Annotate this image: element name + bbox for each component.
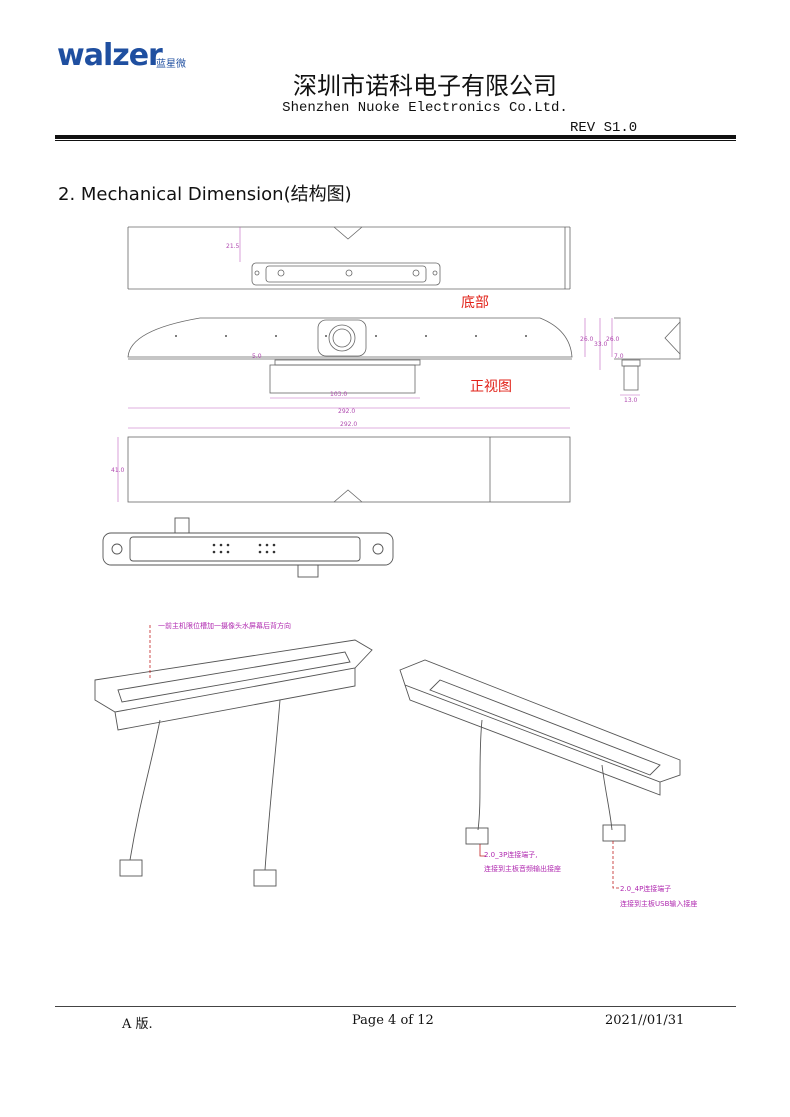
- connector-3p-note-line2: 连接到主板音频输出接座: [484, 865, 561, 873]
- dim-bottom-depth: 21.5: [226, 243, 240, 250]
- company-name-cn: 深圳市诺科电子有限公司: [293, 72, 557, 100]
- dim-side-mount: 13.0: [624, 397, 638, 404]
- revision-label: REV S1.0: [570, 120, 638, 136]
- footer-version: A 版.: [122, 1017, 153, 1032]
- connector-3p-note-line1: 2.0_3P连接端子,: [484, 851, 538, 859]
- dim-side-height: 26.0: [606, 336, 620, 343]
- mount-top-view: [102, 517, 394, 578]
- header-divider: [55, 135, 736, 139]
- mechanical-drawing: 21.5 103.0 292.0 5.0 26.0 33.0 26.0 7.0 …: [94, 226, 681, 889]
- footer-page-number: Page 4 of 12: [352, 1013, 434, 1028]
- mount-note: 一前主机限位槽加一摄像头水屏幕后背方向: [158, 622, 291, 630]
- side-view: [614, 317, 681, 391]
- front-view-label: 正视图: [470, 379, 512, 395]
- header-divider-thin: [55, 140, 736, 141]
- bottom-view-label: 底部: [461, 295, 489, 311]
- section-title: 2. Mechanical Dimension(结构图): [58, 184, 352, 205]
- dim-rear-width: 292.0: [340, 421, 357, 428]
- bottom-view: [127, 226, 571, 290]
- dim-side-gap: 7.0: [614, 353, 624, 360]
- logo-subtitle: 蓝星微: [156, 59, 186, 70]
- rear-view: [127, 436, 571, 503]
- dim-total-width: 292.0: [338, 408, 355, 415]
- footer-divider: [55, 1006, 736, 1007]
- footer-date: 2021//01/31: [605, 1013, 685, 1028]
- dim-rear-height: 41.0: [111, 467, 125, 474]
- connector-4p-note-line2: 连接到主板USB输入接座: [620, 900, 698, 908]
- dim-side-total: 33.0: [594, 341, 608, 348]
- dim-front-height: 26.0: [580, 336, 594, 343]
- dim-mount-width: 103.0: [330, 391, 347, 398]
- isometric-view-right: [399, 659, 681, 845]
- dim-front-gap: 5.0: [252, 353, 262, 360]
- connector-4p-note-line1: 2.0_4P连接端子: [620, 885, 672, 893]
- front-view: [127, 317, 573, 394]
- company-logo: walzer: [57, 38, 163, 73]
- isometric-view-left: [94, 639, 373, 887]
- company-name-en: Shenzhen Nuoke Electronics Co.Ltd.: [282, 100, 568, 116]
